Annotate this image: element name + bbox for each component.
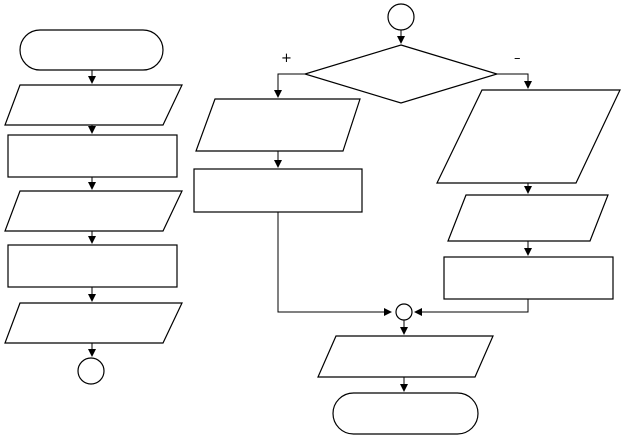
merge-connector [395, 303, 413, 321]
plus-process [193, 168, 363, 213]
left-input-output-2 [4, 190, 183, 232]
left-flowchart [4, 29, 183, 385]
minus-to-merge-connector [414, 299, 529, 316]
right-flowchart: + – [193, 3, 621, 435]
decision-diamond [302, 44, 500, 104]
left-process-1 [7, 134, 178, 178]
minus-input-output-1 [436, 89, 621, 184]
end-terminator [332, 392, 479, 435]
right-start-connector [387, 3, 415, 31]
minus-branch-connector [497, 73, 532, 89]
plus-branch-label: + [281, 51, 292, 66]
plus-input-output [195, 98, 361, 152]
final-input-output [317, 335, 494, 378]
left-end-connector [77, 357, 105, 385]
left-input-output-1 [4, 84, 183, 126]
left-input-output-3 [4, 302, 183, 344]
minus-input-output-2 [447, 194, 609, 242]
plus-branch-connector [274, 73, 305, 98]
left-process-2 [7, 244, 178, 288]
plus-to-merge-connector [277, 212, 392, 316]
left-start-terminator [19, 29, 164, 71]
minus-branch-label: – [514, 51, 521, 66]
minus-process [443, 256, 614, 300]
